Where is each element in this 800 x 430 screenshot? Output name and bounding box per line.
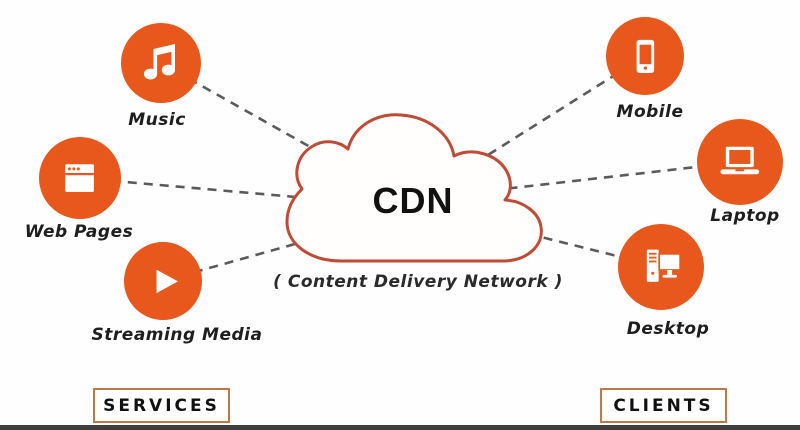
clients-group-box: CLIENTS	[600, 388, 727, 423]
services-group-label: SERVICES	[103, 395, 220, 416]
laptop-icon	[720, 146, 760, 175]
music-note-icon	[143, 44, 175, 80]
smartphone-icon	[636, 39, 654, 73]
service-label-webpages: Web Pages	[24, 222, 134, 242]
service-node-streaming	[124, 242, 202, 320]
client-node-desktop	[618, 224, 704, 310]
desktop-computer-icon	[647, 249, 682, 283]
client-node-mobile	[606, 17, 684, 95]
browser-window-icon	[65, 164, 95, 193]
service-node-webpages	[39, 137, 121, 219]
services-group-box: SERVICES	[93, 388, 230, 423]
cdn-subtitle: ( Content Delivery Network )	[273, 272, 563, 292]
connector-webpages-cdn	[79, 176, 331, 202]
service-label-streaming: Streaming Media	[91, 325, 263, 345]
client-label-mobile: Mobile	[616, 102, 684, 122]
client-node-laptop	[697, 119, 783, 205]
cdn-title: CDN	[372, 180, 454, 221]
play-icon	[156, 269, 178, 293]
service-label-music: Music	[128, 110, 186, 130]
clients-group-label: CLIENTS	[613, 395, 714, 416]
service-node-music	[121, 23, 201, 103]
bottom-edge-bar	[0, 425, 800, 430]
client-label-laptop: Laptop	[710, 206, 780, 226]
client-label-desktop: Desktop	[626, 319, 710, 339]
cdn-cloud-shape	[285, 113, 543, 263]
